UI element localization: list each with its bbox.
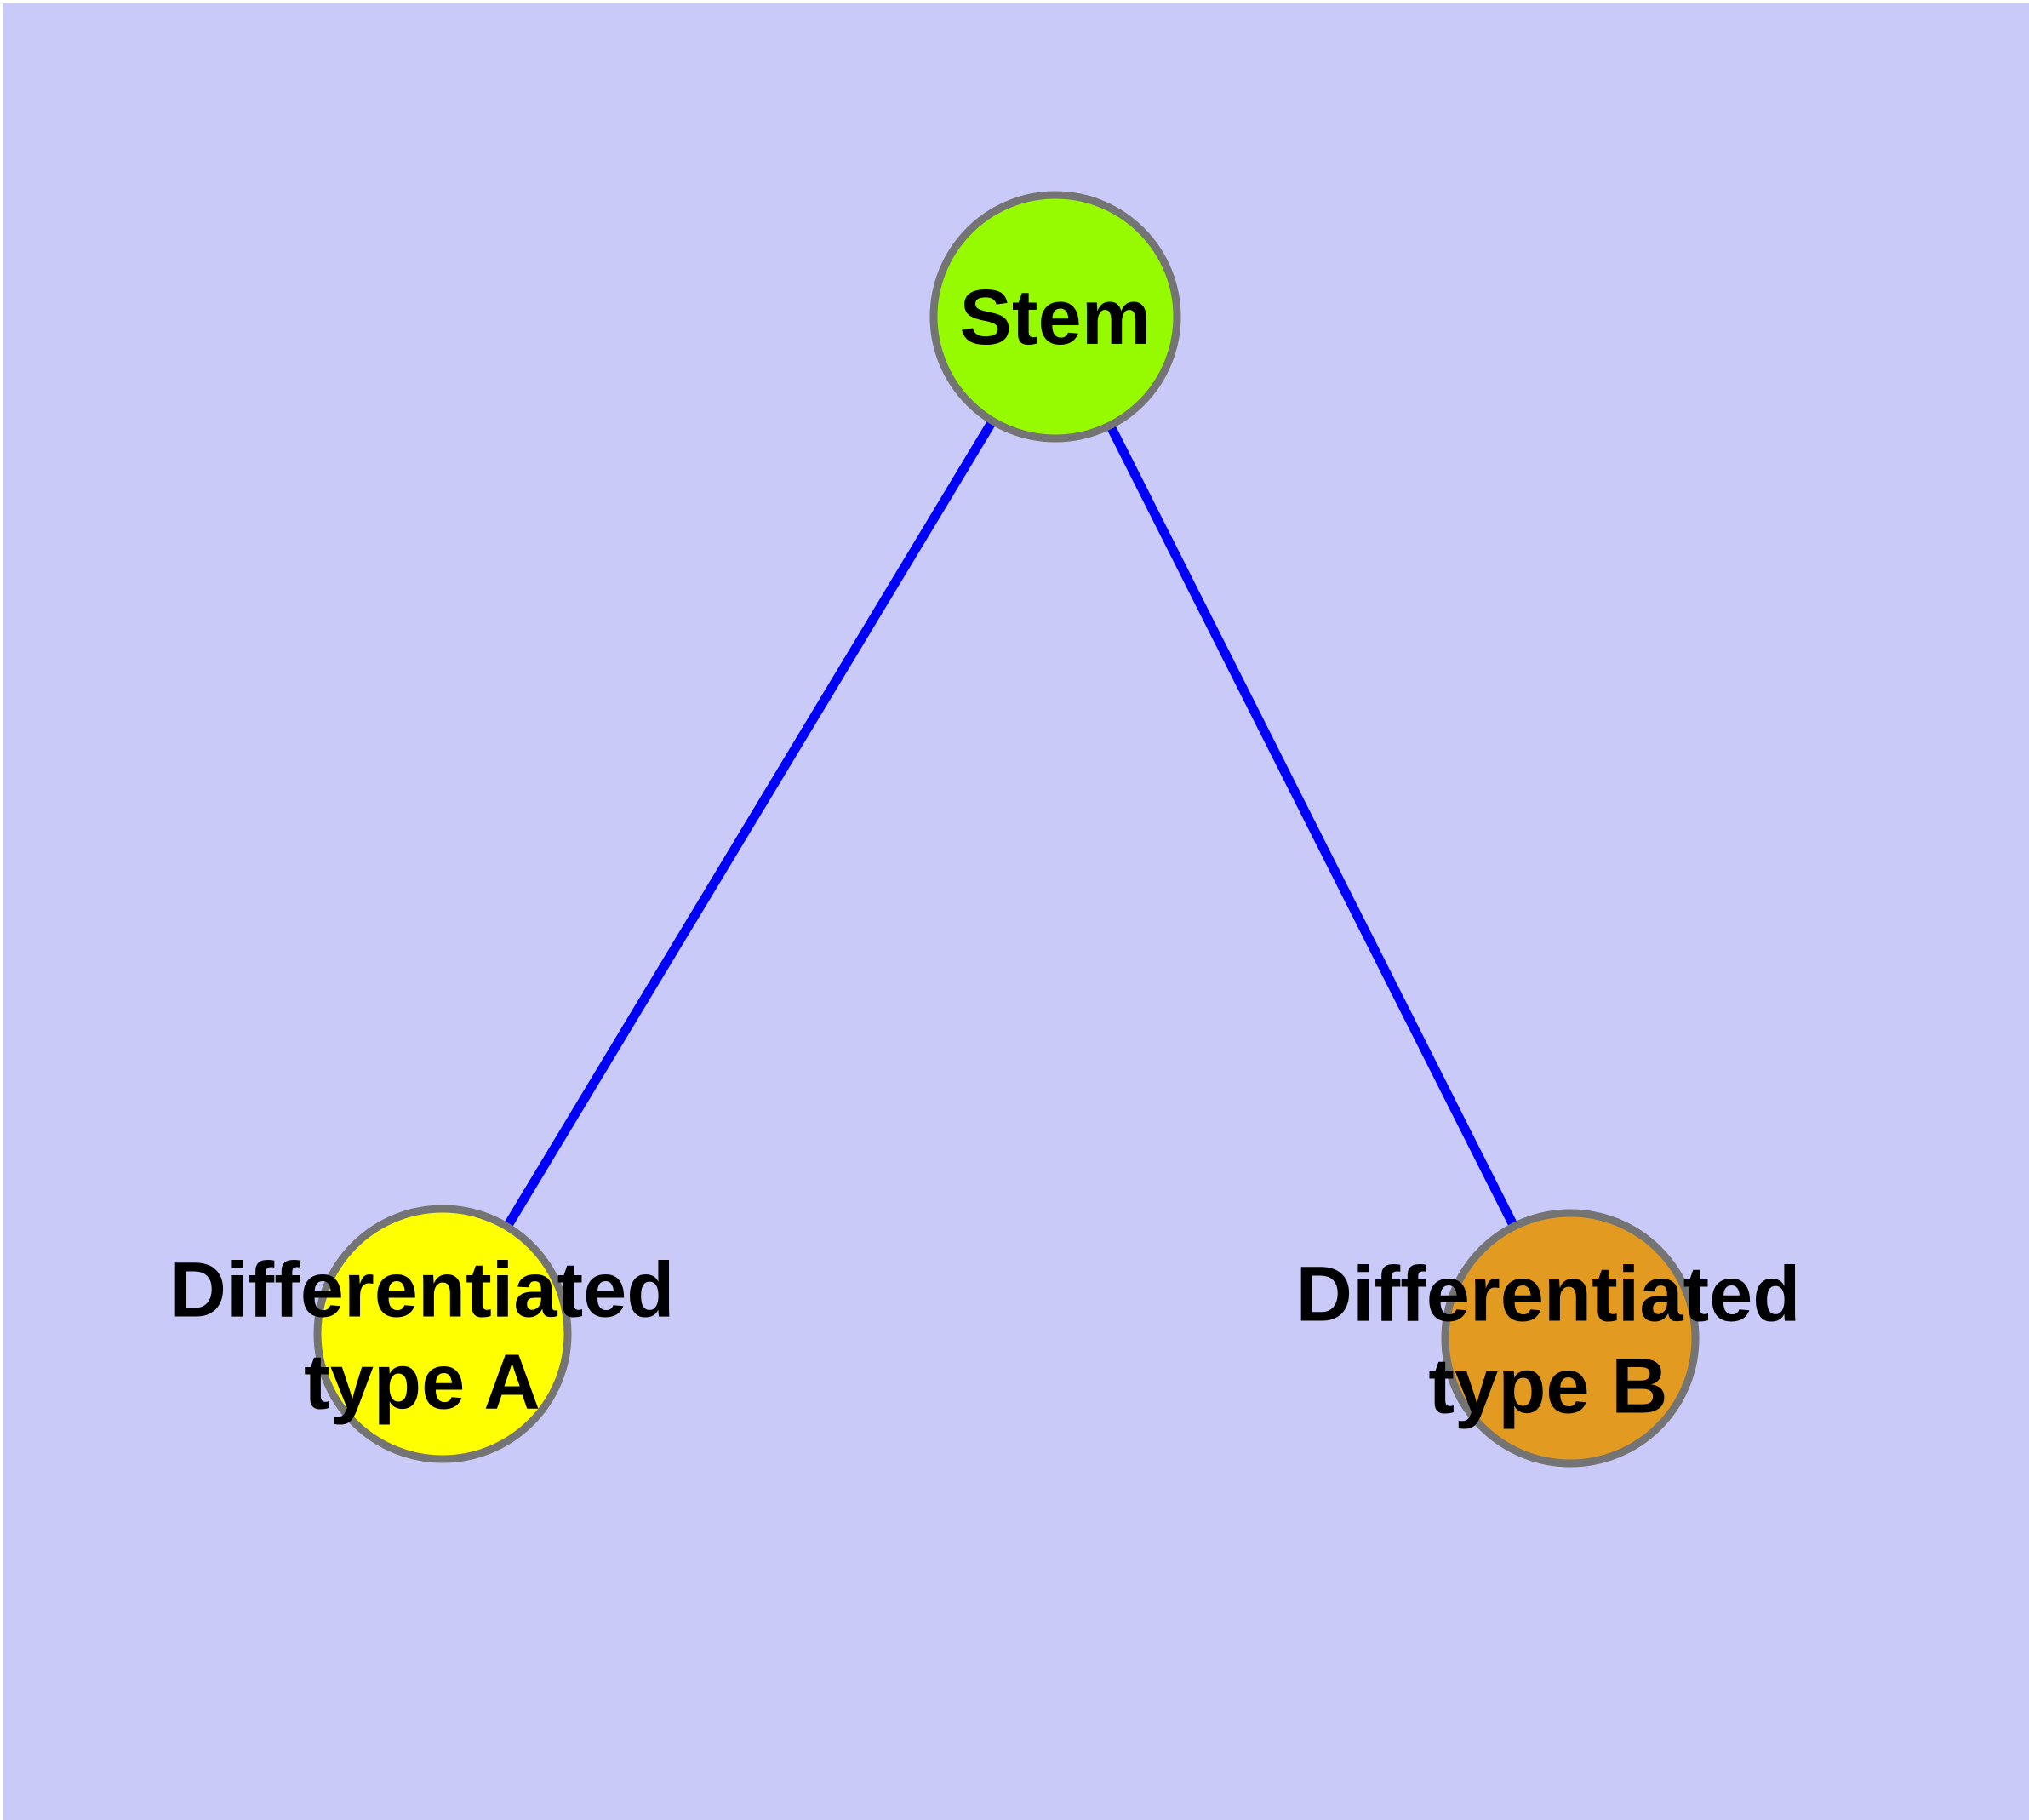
node-label-stem: Stem	[960, 272, 1152, 364]
node-label-type-a-line1: Differentiated	[169, 1246, 675, 1334]
node-label-type-b-line1: Differentiated	[1295, 1251, 1801, 1338]
diagram-canvas: Stem Differentiated type A Differentiate…	[3, 3, 2029, 1820]
node-label-type-b: Differentiated type B	[1296, 1249, 1801, 1432]
node-label-stem-text: Stem	[959, 274, 1152, 362]
node-label-type-a: Differentiated type A	[170, 1245, 675, 1428]
node-label-type-b-line2: type B	[1428, 1342, 1668, 1429]
node-circle-stem	[929, 191, 1181, 443]
node-circle-type-a	[313, 1205, 572, 1463]
node-label-type-a-line2: type A	[304, 1338, 540, 1425]
node-circle-type-b	[1441, 1209, 1700, 1468]
graph-svg	[313, 191, 1700, 1468]
edge-stem-to-type-b	[1051, 314, 1575, 1341]
edge-stem-to-type-a	[438, 314, 1060, 1336]
